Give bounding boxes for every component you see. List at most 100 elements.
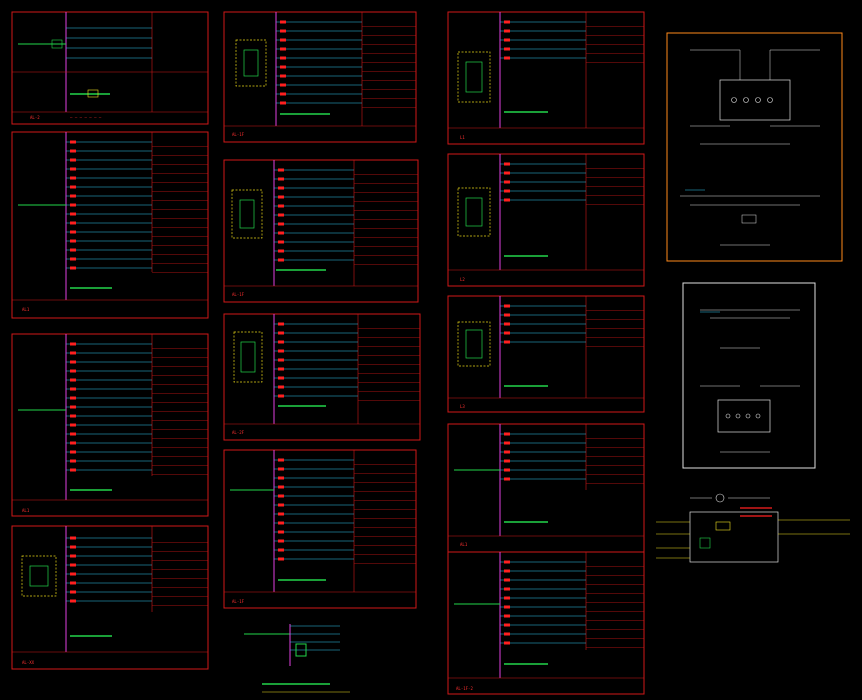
sheet-title-10: L2 (460, 277, 465, 282)
breaker-mark (70, 248, 76, 252)
breaker-mark (278, 385, 284, 389)
breaker-mark (504, 614, 510, 618)
detail-frame-white (682, 282, 816, 469)
detail-frame-orange (666, 32, 843, 262)
breaker-mark (278, 177, 284, 181)
breaker-mark (70, 369, 76, 373)
breaker-mark (70, 378, 76, 382)
breaker-mark (278, 222, 284, 226)
breaker-mark (280, 101, 286, 105)
breaker-mark (278, 521, 284, 525)
control-box-diagram (656, 493, 850, 563)
breaker-mark (504, 459, 510, 463)
sheet-title-7: AL-2F (232, 430, 245, 435)
breaker-mark (504, 331, 510, 335)
breaker-mark (504, 596, 510, 600)
breaker-mark (504, 171, 510, 175)
breaker-mark (278, 358, 284, 362)
breaker-mark (504, 468, 510, 472)
sub-diagram-bottom (244, 624, 350, 693)
breaker-mark (278, 186, 284, 190)
panel-col2-b: AL-1F (223, 159, 419, 303)
breaker-mark (278, 349, 284, 353)
breaker-mark (280, 29, 286, 33)
breaker-mark (70, 351, 76, 355)
breaker-mark (70, 140, 76, 144)
breaker-mark (278, 467, 284, 471)
breaker-mark (504, 340, 510, 344)
breaker-mark (504, 641, 510, 645)
breaker-mark (70, 167, 76, 171)
breaker-mark (278, 494, 284, 498)
breaker-mark (504, 162, 510, 166)
breaker-mark (278, 458, 284, 462)
breaker-mark (70, 342, 76, 346)
breaker-mark (278, 530, 284, 534)
breaker-mark (70, 590, 76, 594)
breaker-mark (278, 485, 284, 489)
breaker-mark (504, 322, 510, 326)
panel-col3-c: L3 (447, 295, 645, 413)
breaker-mark (70, 149, 76, 153)
breaker-mark (278, 168, 284, 172)
breaker-mark (70, 230, 76, 234)
breaker-mark (504, 198, 510, 202)
breaker-mark (504, 450, 510, 454)
sheet-title-4: AL-XX (22, 660, 35, 665)
breaker-mark (280, 65, 286, 69)
breaker-mark (70, 176, 76, 180)
breaker-mark (70, 572, 76, 576)
breaker-mark (278, 195, 284, 199)
breaker-mark (280, 83, 286, 87)
panel-col1-c: AL1 (11, 333, 209, 517)
breaker-mark (70, 581, 76, 585)
sheet-title-1: AL-2 (30, 115, 40, 120)
breaker-mark (280, 38, 286, 42)
breaker-mark (504, 180, 510, 184)
breaker-mark (278, 539, 284, 543)
breaker-mark (70, 563, 76, 567)
panel-col2-a: AL-1F (223, 11, 417, 143)
breaker-mark (278, 376, 284, 380)
breaker-mark (278, 476, 284, 480)
breaker-mark (278, 394, 284, 398)
breaker-mark (280, 74, 286, 78)
breaker-mark (504, 20, 510, 24)
panel-col3-e: AL-1F-2 (447, 551, 645, 695)
breaker-mark (70, 545, 76, 549)
breaker-mark (280, 47, 286, 51)
breaker-mark (278, 240, 284, 244)
breaker-mark (278, 512, 284, 516)
breaker-mark (504, 477, 510, 481)
breaker-mark (70, 257, 76, 261)
breaker-mark (504, 47, 510, 51)
sheet-title-5: AL-1F (232, 132, 245, 137)
breaker-mark (280, 92, 286, 96)
panel-col1-b: AL1 (11, 131, 209, 319)
breaker-mark (70, 405, 76, 409)
panel-col2-d: AL-1F (223, 449, 417, 609)
breaker-mark (278, 503, 284, 507)
breaker-mark (504, 29, 510, 33)
breaker-mark (70, 423, 76, 427)
breaker-mark (278, 557, 284, 561)
breaker-mark (504, 313, 510, 317)
breaker-mark (278, 367, 284, 371)
sheet-title-8: AL-1F (232, 599, 245, 604)
breaker-mark (278, 548, 284, 552)
breaker-mark (70, 221, 76, 225)
breaker-mark (70, 185, 76, 189)
breaker-mark (280, 56, 286, 60)
sheet-title-6: AL-1F (232, 292, 245, 297)
breaker-mark (278, 258, 284, 262)
breaker-mark (504, 623, 510, 627)
breaker-mark (278, 249, 284, 253)
panel-col2-c: AL-2F (223, 313, 421, 441)
breaker-mark (504, 569, 510, 573)
breaker-mark (504, 605, 510, 609)
breaker-mark (70, 450, 76, 454)
breaker-mark (70, 212, 76, 216)
breaker-mark (278, 213, 284, 217)
sheet-title-2: AL1 (22, 307, 30, 312)
